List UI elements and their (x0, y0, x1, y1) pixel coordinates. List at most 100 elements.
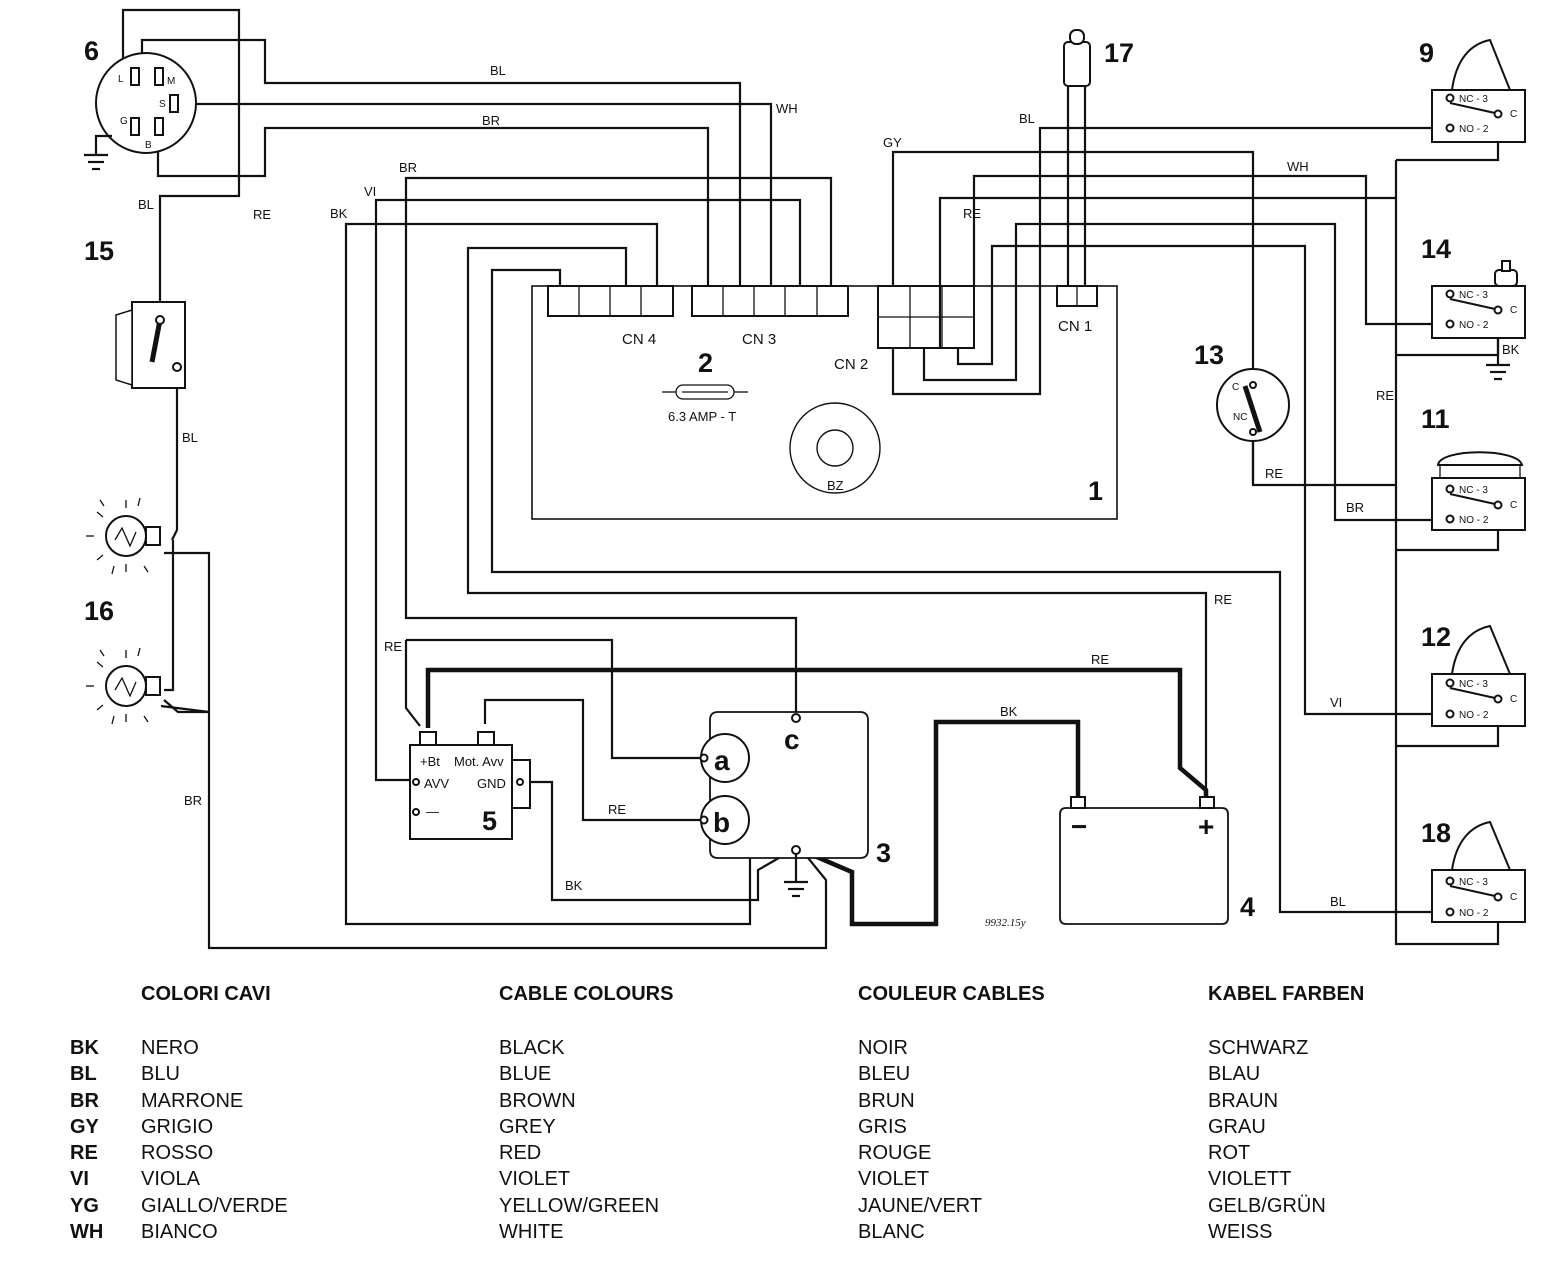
sensor13-c-label: C (1232, 382, 1239, 393)
legend-entry: BLACK (499, 1037, 565, 1059)
legend-code: BR (70, 1089, 99, 1112)
wire-label-re: RE (253, 207, 271, 222)
switch-9-c: C (1510, 109, 1517, 120)
starter-module: +Bt Mot. Avv AVV GND — (409, 731, 531, 840)
starter-motor: a b c (699, 711, 869, 898)
component-number-6: 6 (84, 36, 99, 66)
legend-code: BL (70, 1063, 97, 1086)
buzzer-icon (789, 402, 881, 494)
legend-code: RE (70, 1142, 98, 1165)
legend-entry: GRIS (858, 1115, 907, 1138)
switch-11-nc: NC - 3 (1459, 485, 1488, 496)
control-board: CN 4 CN 3 CN 2 CN 1 6.3 AMP - T BZ 2 1 (531, 285, 1118, 520)
switch-14-nc: NC - 3 (1459, 290, 1488, 301)
legend-codes: BK BL BR GY RE VI YG WH (70, 1035, 103, 1245)
pin-b-label: B (145, 140, 152, 151)
rocker-switch (115, 301, 186, 389)
wire-label-re: RE (384, 639, 402, 654)
wire-label-gy: GY (883, 135, 902, 150)
component-number-12: 12 (1421, 622, 1451, 652)
legend-header-italian: COLORI CAVI (141, 983, 271, 1005)
cable-colour-legend: COLORI CAVI CABLE COLOURS COULEUR CABLES… (0, 975, 1557, 1265)
legend-entry: BLEU (858, 1063, 911, 1086)
pin-m-label: M (167, 76, 175, 87)
switch-9: NC - 3 NO - 2 C (1431, 38, 1526, 143)
wire-label-bl: BL (182, 430, 198, 445)
ground-icon (1486, 363, 1510, 381)
pin-s-label: S (159, 99, 166, 110)
legend-entry: BLUE (499, 1063, 552, 1086)
switch-11-no: NO - 2 (1459, 515, 1489, 526)
module5-minus-label: — (426, 804, 439, 819)
module5-avv-label: AVV (424, 776, 449, 791)
legend-entry: BLAU (1208, 1063, 1261, 1086)
legend-entry: JAUNE/VERT (858, 1194, 983, 1217)
legend-entry: BLANC (858, 1221, 925, 1244)
cn4-label: CN 4 (622, 331, 656, 348)
legend-entry: YELLOW/GREEN (499, 1194, 660, 1217)
wire-label-vi: VI (364, 184, 376, 199)
drawing-code: 9932.15y (985, 917, 1026, 929)
switch-14-no: NO - 2 (1459, 320, 1489, 331)
pin-g-label: G (120, 116, 128, 127)
switch-14: NC - 3 NO - 2 C (1431, 260, 1526, 381)
cn2-label: CN 2 (834, 356, 868, 373)
ground-icon (84, 153, 108, 171)
legend-entry: WHITE (499, 1221, 564, 1244)
legend-entry: RED (499, 1142, 542, 1165)
switch-18: NC - 3 NO - 2 C (1431, 820, 1526, 923)
module5-gnd-label: GND (477, 776, 506, 791)
wire-label-bk: BK (565, 878, 583, 893)
switch-12-nc: NC - 3 (1459, 679, 1488, 690)
legend-entry: GELB/GRÜN (1208, 1194, 1326, 1217)
legend-entry: BROWN (499, 1089, 576, 1112)
wire-label-re: RE (1214, 592, 1232, 607)
connector-cn1 (1056, 285, 1098, 307)
component-number-18: 18 (1421, 818, 1451, 848)
wire-label-re: RE (1376, 388, 1394, 403)
wire-label-re: RE (1091, 652, 1109, 667)
legend-entry: ROSSO (141, 1142, 214, 1165)
wire-label-bl: BL (1330, 894, 1346, 909)
wire-labels: BL WH BR BR VI BK BL RE BL BR GY BL RE W… (138, 63, 1520, 909)
component-number-9: 9 (1419, 38, 1434, 68)
component-number-17: 17 (1104, 38, 1134, 68)
sensor-13-icon: C NC (1216, 368, 1290, 442)
legend-entry: GIALLO/VERDE (141, 1194, 288, 1217)
legend-code: YG (70, 1194, 99, 1217)
battery: − + (1059, 796, 1229, 925)
switch-18-nc: NC - 3 (1459, 877, 1488, 888)
legend-code: VI (70, 1168, 89, 1191)
legend-entry: BRAUN (1208, 1089, 1279, 1112)
module5-bt-label: +Bt (420, 754, 440, 769)
switch-11-c: C (1510, 500, 1517, 511)
legend-entry: VIOLET (858, 1168, 930, 1191)
component-number-16: 16 (84, 596, 114, 626)
battery-plus: + (1198, 811, 1214, 842)
cn3-label: CN 3 (742, 331, 776, 348)
legend-french-column: NOIR BLEU BRUN GRIS ROUGE VIOLET JAUNE/V… (858, 1035, 982, 1245)
switch-14-c: C (1510, 305, 1517, 316)
wire-label-re: RE (608, 802, 626, 817)
legend-entry: VIOLET (499, 1168, 571, 1191)
component-number-15: 15 (84, 236, 114, 266)
wire-label-bk: BK (1502, 342, 1520, 357)
switch-9-no: NO - 2 (1459, 124, 1489, 135)
legend-italian-column: NERO BLU MARRONE GRIGIO ROSSO VIOLA GIAL… (141, 1035, 288, 1245)
wire-label-bl: BL (490, 63, 506, 78)
legend-entry: NOIR (858, 1037, 908, 1059)
legend-entry: VIOLA (141, 1168, 200, 1191)
legend-code: WH (70, 1221, 104, 1244)
module5-mot-label: Mot. Avv (454, 754, 504, 769)
fuse-icon (662, 384, 748, 400)
wire-label-bk: BK (330, 206, 348, 221)
sensor13-nc-label: NC (1233, 412, 1247, 423)
legend-entry: GREY (499, 1115, 556, 1138)
wire-label-br: BR (184, 793, 202, 808)
legend-entry: GRIGIO (141, 1115, 214, 1138)
starter-terminal-c: c (784, 724, 800, 755)
lamp-icon (86, 497, 161, 575)
legend-entry: MARRONE (141, 1089, 244, 1112)
component-number-13: 13 (1194, 340, 1224, 370)
